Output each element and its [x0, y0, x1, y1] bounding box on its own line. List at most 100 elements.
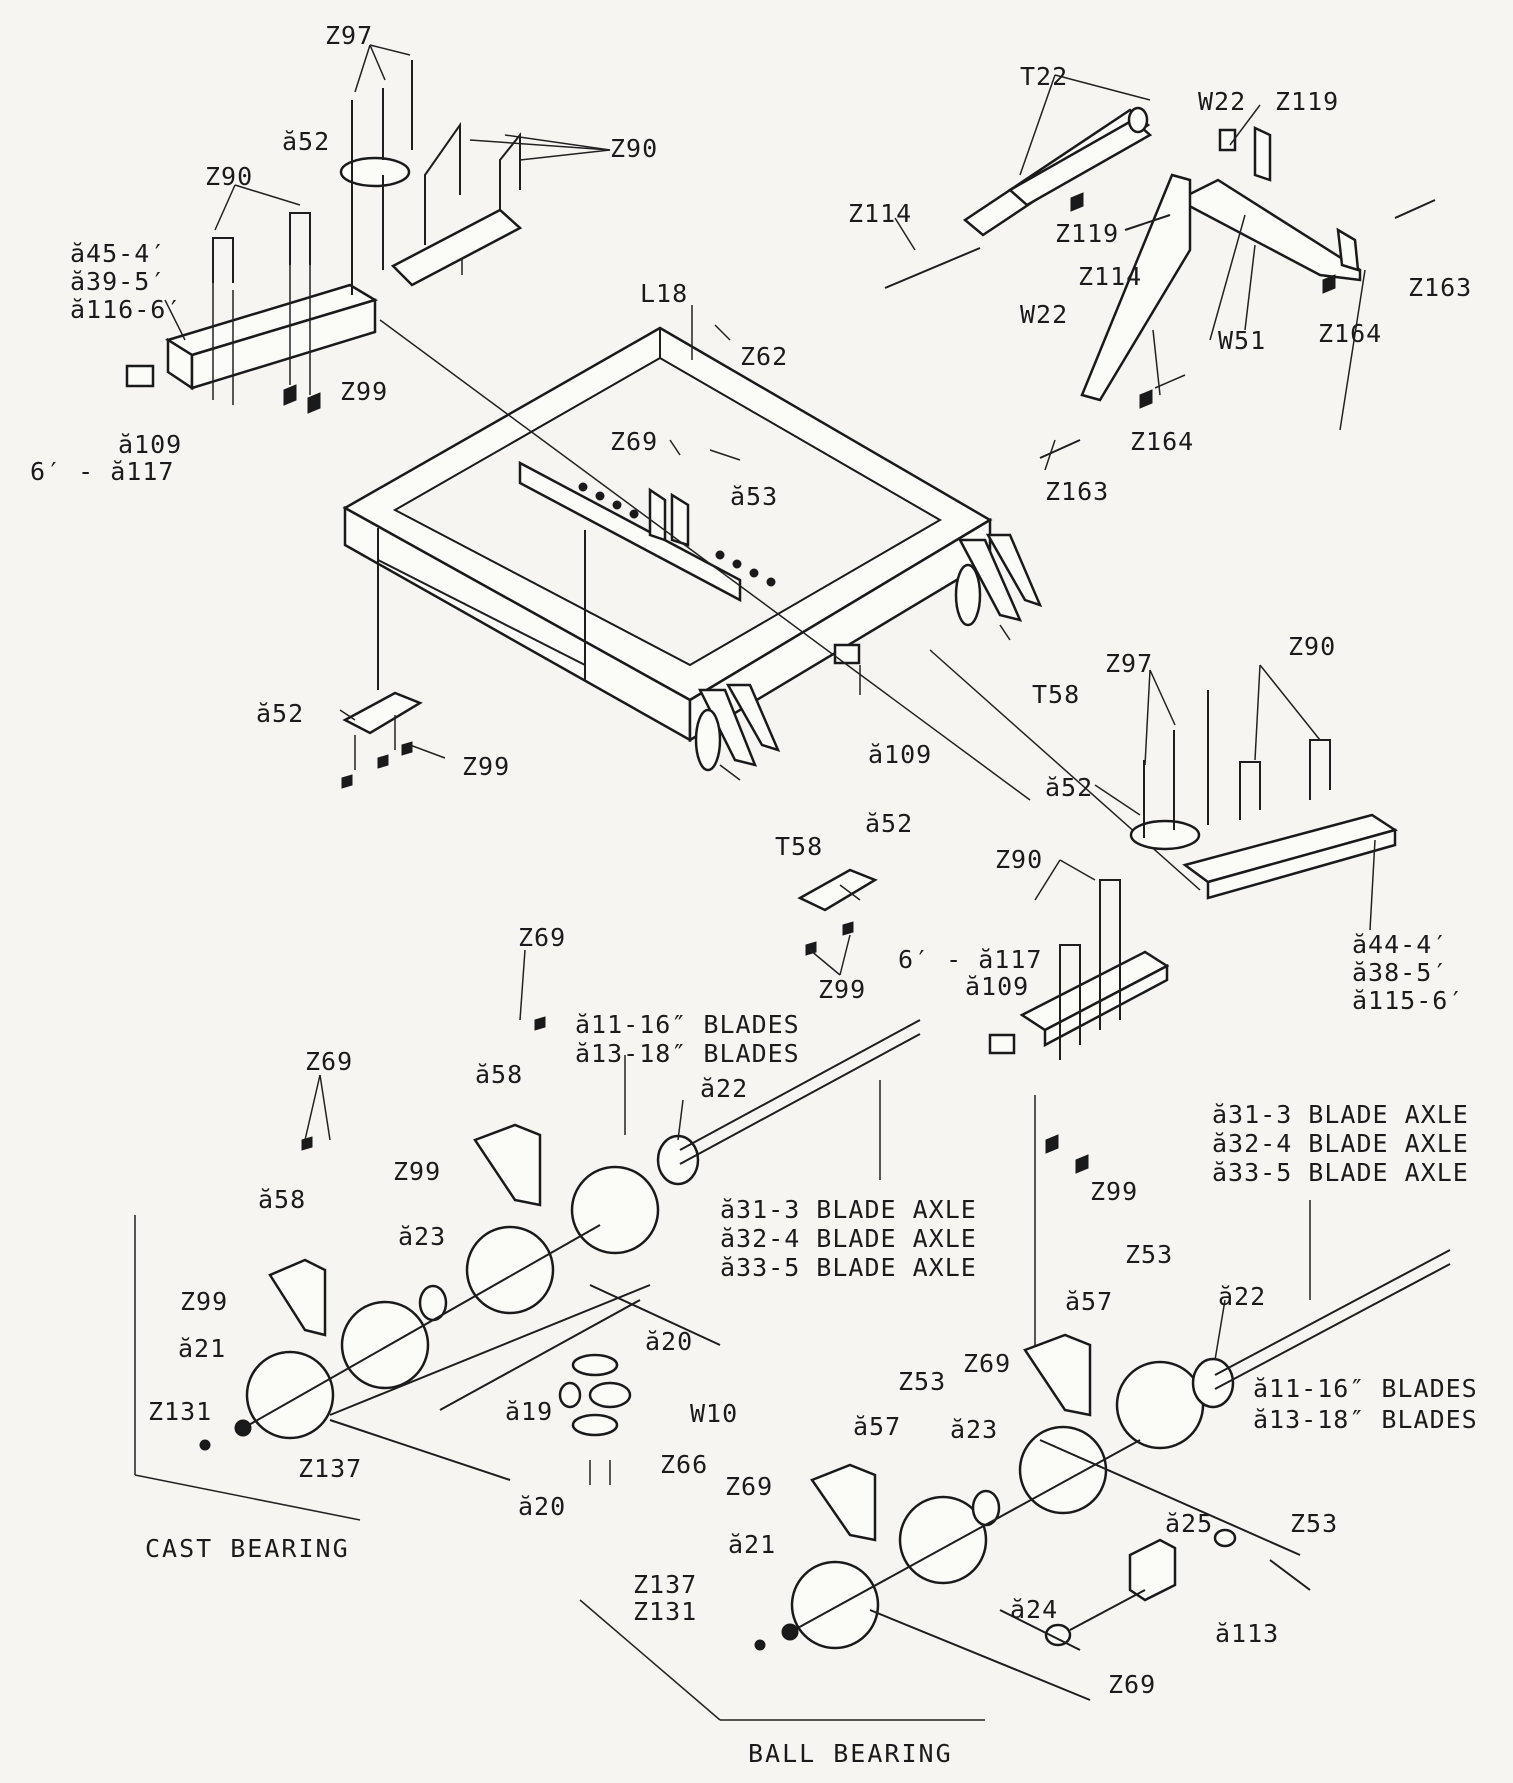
label-d116: ă116-6′ [70, 295, 182, 324]
label-z137-a: Z137 [298, 1454, 362, 1483]
main-frame [342, 319, 1201, 891]
label-d109-right: ă109 [965, 972, 1029, 1001]
label-d31-b: ă31-3 BLADE AXLE [1212, 1100, 1469, 1129]
label-d22-b: ă22 [1218, 1282, 1266, 1311]
label-d117-mid: 6′ - ă117 [898, 945, 1042, 974]
label-d44: ă44-4′ [1352, 930, 1448, 959]
label-t58-low: T58 [775, 832, 823, 861]
label-d11-b: ă11-16″ BLADES [1253, 1374, 1478, 1403]
label-z69-e: Z69 [1108, 1670, 1156, 1699]
label-z90-top-left: Z90 [205, 162, 253, 191]
label-z163-right: Z163 [1408, 273, 1472, 302]
label-d109-mid: ă109 [868, 740, 932, 769]
label-z164-right: Z164 [1318, 319, 1382, 348]
label-z99-top: Z99 [340, 377, 388, 406]
label-d52-right: ă52 [1045, 773, 1093, 802]
caption-ball-bearing: BALL BEARING [748, 1739, 953, 1768]
label-d22-a: ă22 [700, 1074, 748, 1103]
three-point-hitch-assembly [884, 106, 1436, 459]
label-d52-left: ă52 [256, 699, 304, 728]
label-d113: ă113 [1215, 1619, 1279, 1648]
label-z119-top: Z119 [1275, 87, 1339, 116]
label-z69-c: Z69 [963, 1349, 1011, 1378]
label-z97-right: Z97 [1105, 649, 1153, 678]
label-z62: Z62 [740, 342, 788, 371]
label-l18: L18 [640, 279, 688, 308]
label-z69-d: Z69 [725, 1472, 773, 1501]
label-z90-top-right: Z90 [610, 134, 658, 163]
ball-bearing-gang [579, 1249, 1451, 1721]
label-d21-b: ă21 [728, 1530, 776, 1559]
label-t22: T22 [1020, 62, 1068, 91]
label-z99-b: Z99 [180, 1287, 228, 1316]
label-d25: ă25 [1165, 1509, 1213, 1538]
label-d13-b: ă13-18″ BLADES [1253, 1405, 1478, 1434]
label-z164-low: Z164 [1130, 427, 1194, 456]
caption-cast-bearing: CAST BEARING [145, 1534, 350, 1563]
label-d20-a: ă20 [645, 1327, 693, 1356]
label-z99-c: Z99 [1090, 1177, 1138, 1206]
label-z90-mid: Z90 [995, 845, 1043, 874]
label-z131-b: Z131 [633, 1597, 697, 1626]
label-d58-a: ă58 [475, 1060, 523, 1089]
label-z66: Z66 [660, 1450, 708, 1479]
cast-bearing-parts [558, 1353, 632, 1485]
upper-left-toolbar-assembly [125, 60, 523, 414]
label-z114-left: Z114 [848, 199, 912, 228]
left-strap-bracket [341, 691, 423, 789]
cast-bearing-gang [134, 1016, 921, 1521]
label-z119-mid: Z119 [1055, 219, 1119, 248]
center-strap-bracket [797, 868, 878, 956]
label-w51: W51 [1218, 326, 1266, 355]
label-z99-left: Z99 [462, 752, 510, 781]
label-d33-b: ă33-5 BLADE AXLE [1212, 1158, 1469, 1187]
label-z131-a: Z131 [148, 1397, 212, 1426]
label-d24: ă24 [1010, 1595, 1058, 1624]
label-d57-b: ă57 [853, 1412, 901, 1441]
label-d39: ă39-5′ [70, 267, 166, 296]
label-d109-top: ă109 [118, 430, 182, 459]
label-d23-a: ă23 [398, 1222, 446, 1251]
label-z97-top: Z97 [325, 21, 373, 50]
label-w22-mid: W22 [1020, 300, 1068, 329]
label-d32-b: ă32-4 BLADE AXLE [1212, 1129, 1469, 1158]
label-z99-a: Z99 [393, 1157, 441, 1186]
label-z69-frame: Z69 [610, 427, 658, 456]
label-d117-top: 6′ - ă117 [30, 457, 174, 486]
label-z99-center: Z99 [818, 975, 866, 1004]
label-z53-a: Z53 [1125, 1240, 1173, 1269]
label-d52-top: ă52 [282, 127, 330, 156]
part-labels: Z97 ă52 Z90 Z90 ă45-4′ ă39-5′ ă116-6′ Z9… [30, 21, 1478, 1699]
right-toolbar-assembly [988, 690, 1398, 1355]
label-z90-right: Z90 [1288, 632, 1336, 661]
label-w22-top: W22 [1198, 87, 1246, 116]
label-t58-right: T58 [1032, 680, 1080, 709]
label-d53: ă53 [730, 482, 778, 511]
label-d13-a: ă13-18″ BLADES [575, 1039, 800, 1068]
label-z69-b: Z69 [305, 1047, 353, 1076]
label-d57-a: ă57 [1065, 1287, 1113, 1316]
label-d115: ă115-6′ [1352, 986, 1464, 1015]
label-d20-b: ă20 [518, 1492, 566, 1521]
label-z69-a: Z69 [518, 923, 566, 952]
label-d31-a: ă31-3 BLADE AXLE [720, 1195, 977, 1224]
label-z53-b: Z53 [898, 1367, 946, 1396]
label-d11-a: ă11-16″ BLADES [575, 1010, 800, 1039]
label-w10: W10 [690, 1399, 738, 1428]
label-d19: ă19 [505, 1397, 553, 1426]
label-d23-b: ă23 [950, 1415, 998, 1444]
label-d45: ă45-4′ [70, 239, 166, 268]
label-d58-b: ă58 [258, 1185, 306, 1214]
label-z137-b: Z137 [633, 1570, 697, 1599]
captions: CAST BEARING BALL BEARING [145, 1534, 953, 1768]
label-z163-low: Z163 [1045, 477, 1109, 506]
label-z114-mid: Z114 [1078, 262, 1142, 291]
leader-lines [164, 44, 1376, 1361]
label-d32-a: ă32-4 BLADE AXLE [720, 1224, 977, 1253]
label-d52-center: ă52 [865, 809, 913, 838]
label-d38: ă38-5′ [1352, 958, 1448, 987]
label-z53-c: Z53 [1290, 1509, 1338, 1538]
label-d33-a: ă33-5 BLADE AXLE [720, 1253, 977, 1282]
